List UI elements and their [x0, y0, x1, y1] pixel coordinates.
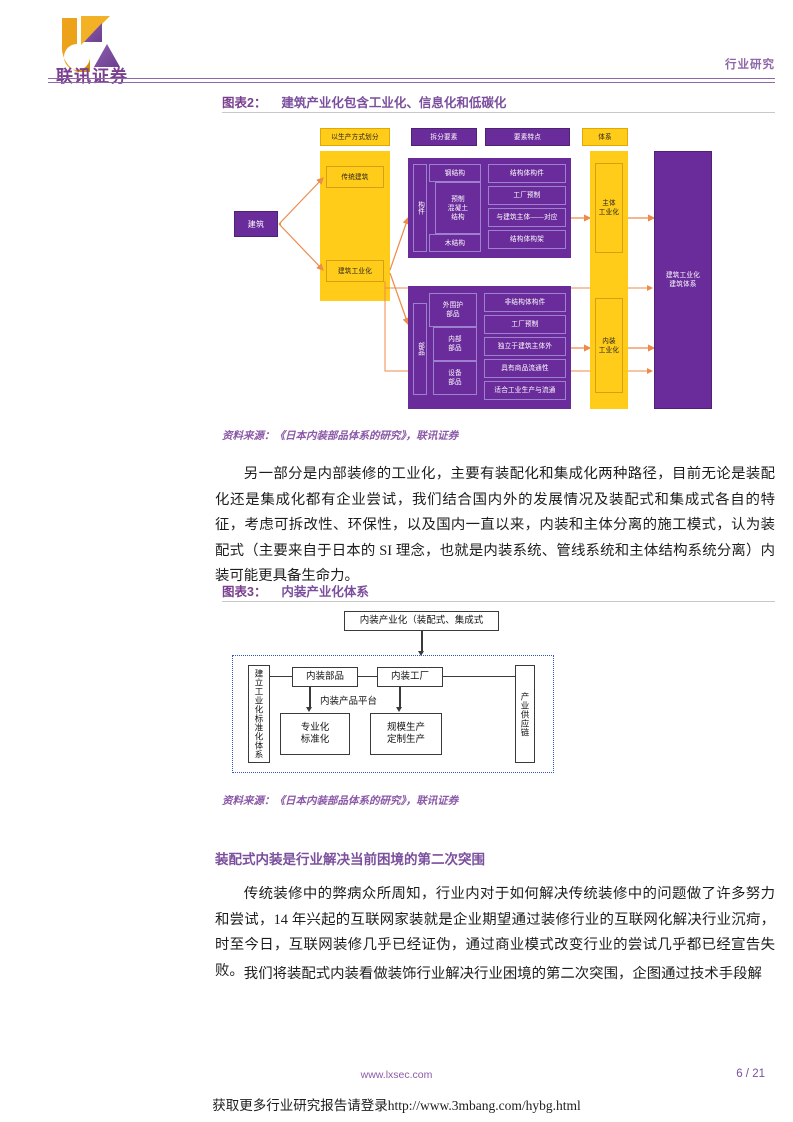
figure3-dashed-container: [232, 655, 554, 773]
figure2-arrow-root-hub: [279, 223, 281, 225]
figure3-link-parts-factory: [358, 676, 377, 678]
logo-text: 联讯证券: [56, 66, 128, 84]
figure2-system2-line1: 内装: [602, 337, 616, 345]
figure3-node-factory: 内装工厂: [377, 667, 443, 687]
figure2-group1-item2-line2: 混凝土: [447, 204, 469, 212]
figure2-group2-item-3: 设备 部品: [433, 361, 477, 395]
figure3-label: 图表3：: [222, 585, 267, 599]
figure2-column-header-4: 体系: [582, 128, 628, 146]
figure2-caption: 图表2： 建筑产业化包含工业化、信息化和低碳化: [222, 92, 506, 111]
figure2-group1-feature-2: 工厂预制: [488, 186, 566, 205]
paragraph-1: 另一部分是内部装修的工业化，主要有装配化和集成化两种路径，目前无论是装配化还是集…: [215, 466, 775, 584]
header-divider: [48, 78, 775, 83]
figure3-connector-parts: [309, 687, 311, 709]
figure3-platform-label: 内装产品平台: [320, 697, 378, 707]
figure2-title: 建筑产业化包含工业化、信息化和低碳化: [281, 96, 507, 110]
figure2-group2-item1-line1: 外围护: [442, 302, 464, 309]
figure3-arrowhead-parts: [306, 707, 312, 712]
figure3-top-box: 内装产业化（装配式、集成式: [344, 611, 499, 631]
figure2-group2-feature-5: 适合工业生产与流通: [484, 381, 566, 400]
figure2-system1-line1: 主体: [602, 200, 616, 207]
figure2-result-line2: 建筑体系: [669, 281, 697, 288]
paragraph-2: 传统装修中的弊病众所周知，行业内对于如何解决传统装修中的问题做了许多努力和尝试，…: [215, 886, 775, 979]
figure2-column-header-3: 要素特点: [485, 128, 570, 146]
figure2-system2-box: 内装 工业化: [595, 298, 623, 393]
figure3-specialize-line1: 专业化: [300, 723, 330, 733]
figure2-label: 图表2：: [222, 96, 267, 110]
figure2-group1-item2-line3: 结构: [451, 213, 465, 221]
figure2-group2-feature-1: 非结构体构件: [484, 293, 566, 312]
figure3-node-scale: 规模生产 定制生产: [370, 713, 442, 755]
figure3-connector-top: [421, 631, 423, 653]
figure2-group1-feature-1: 结构体构件: [488, 164, 566, 183]
figure2-group2-item-1: 外围护 部品: [429, 293, 477, 327]
figure2-group2-item-2: 内部 部品: [433, 327, 477, 361]
figure2-divider: [222, 112, 775, 113]
footer-website[interactable]: www.lxsec.com: [360, 1069, 433, 1081]
figure3-scale-line2: 定制生产: [386, 735, 425, 745]
figure2-group1-side-label: 构件: [413, 164, 427, 252]
header-section-label: 行业研究: [725, 59, 775, 71]
figure3-caption: 图表3： 内装产业化体系: [222, 581, 369, 600]
figure2-group2-item2-line1: 内部: [448, 336, 462, 343]
figure2-result-line1: 建筑工业化: [666, 272, 700, 279]
figure2-group2-item3-line1: 设备: [448, 370, 462, 377]
figure3-source: 资料来源：《日本内装部品体系的研究》，联讯证券: [222, 796, 459, 807]
figure3-specialize-line2: 标准化: [300, 735, 330, 745]
figure3-link-factory-right: [443, 676, 515, 678]
figure3-arrowhead-top: [418, 651, 424, 656]
figure2-group1-item2-line1: 预制: [451, 195, 465, 203]
figure2-node-industrial: 建筑工业化: [326, 260, 384, 282]
figure3-node-specialize: 专业化 标准化: [280, 713, 350, 755]
figure3-scale-line1: 规模生产: [386, 723, 425, 733]
figure3-left-vertical-box: 建立工业化标准化体系: [248, 665, 270, 763]
figure2-group1-item-3: 木结构: [429, 234, 481, 252]
figure2-group1-feature-3: 与建筑主体——对应: [488, 208, 566, 227]
figure2-system1-line2: 工业化: [598, 209, 620, 216]
figure2-node-root: 建筑: [234, 211, 278, 237]
figure3-title: 内装产业化体系: [281, 585, 369, 599]
figure3-arrowhead-factory: [396, 707, 402, 712]
section-heading: 装配式内装是行业解决当前困境的第二次突围: [215, 852, 485, 867]
footer-page-number: 6 / 21: [736, 1068, 765, 1080]
figure2-group2-feature-3: 独立于建筑主体外: [484, 337, 566, 356]
figure2-group2-item3-line2: 部品: [448, 379, 462, 386]
figure2-system1-box: 主体 工业化: [595, 163, 623, 253]
company-logo: 联讯证券: [48, 12, 168, 84]
figure2-column-header-2: 拆分要素: [411, 128, 477, 146]
footer-watermark: 获取更多行业研究报告请登录http://www.3mbang.com/hybg.…: [212, 1098, 581, 1113]
figure2-group2-item1-line2: 部品: [446, 311, 460, 318]
figure2-group2-item2-line2: 部品: [448, 345, 462, 352]
figure2-column-header-1: 以生产方式划分: [320, 128, 390, 146]
page-header: 联讯证券 行业研究: [0, 0, 793, 90]
figure2-system2-line2: 工业化: [598, 346, 620, 354]
figure3-link-left-parts: [270, 676, 292, 678]
figure2-group2-feature-2: 工厂预制: [484, 315, 566, 334]
figure2-node-traditional: 传统建筑: [326, 166, 384, 188]
figure2-result-box: 建筑工业化 建筑体系: [654, 151, 712, 409]
figure3-node-parts: 内装部品: [292, 667, 358, 687]
figure3-divider: [222, 601, 775, 602]
figure2-diagram: 以生产方式划分 拆分要素 要素特点 体系 传统建筑 建筑工业化 建筑: [222, 118, 767, 418]
figure2-group1-feature-4: 结构体构架: [488, 230, 566, 249]
figure2-source: 资料来源：《日本内装部品体系的研究》，联讯证券: [222, 431, 459, 442]
figure2-group2-side-label: 部品: [413, 303, 427, 395]
paragraph-3: 我们将装配式内装看做装饰行业解决行业困境的第二次突围，企图通过技术手段解: [243, 966, 762, 982]
figure3-connector-factory: [399, 687, 401, 709]
figure2-group1-item-2: 预制 混凝土 结构: [435, 182, 481, 234]
figure2-group2-feature-4: 具有商品流通性: [484, 359, 566, 378]
figure3-diagram: 内装产业化（装配式、集成式 建立工业化标准化体系 产业供应链 内装部品 内装工厂…: [222, 605, 767, 780]
figure2-group1-item-1: 钢结构: [429, 164, 481, 182]
figure3-right-vertical-box: 产业供应链: [515, 665, 535, 763]
